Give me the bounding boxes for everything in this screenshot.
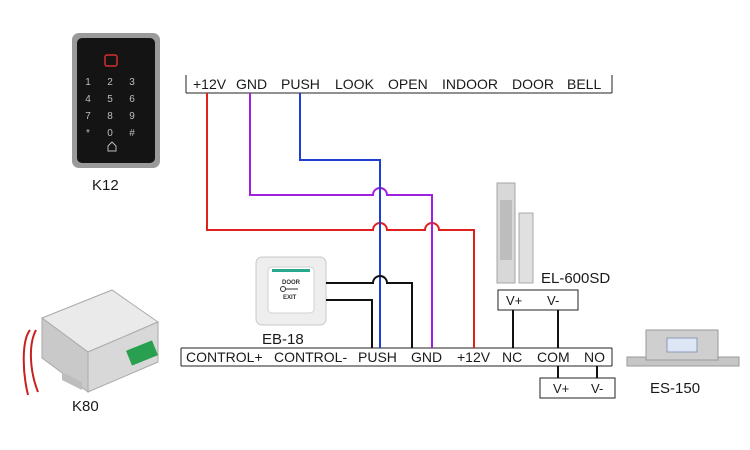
es150-product-label (666, 337, 698, 353)
eb18-face-top-text: DOOR (282, 280, 301, 286)
wire-black-exit-1 (326, 275, 413, 348)
k12-terminal-plus12v: +12V (193, 76, 227, 92)
k12-key-8: 8 (107, 111, 113, 122)
k12-keypad-device: 1 2 3 4 5 6 7 8 9 * 0 # (72, 33, 160, 168)
k12-key-6: 6 (129, 94, 135, 105)
es150-terminal-box: V+ V- (539, 377, 616, 399)
k80-terminal-controlplus: CONTROL+ (186, 349, 263, 365)
k12-key-4: 4 (85, 94, 91, 105)
el600sd-magnetic-lock-device (496, 182, 534, 284)
k80-terminal-nc: NC (502, 349, 522, 365)
k12-terminal-door: DOOR (512, 76, 554, 92)
wire-blue-push (299, 93, 381, 348)
es150-terminal-vminus: V- (591, 381, 603, 396)
k80-terminal-strip: CONTROL+ CONTROL- PUSH GND +12V NC COM NO (180, 347, 613, 367)
k12-key-7: 7 (85, 111, 91, 122)
k80-mount-tab (62, 372, 82, 390)
el600sd-label: EL-600SD (541, 270, 610, 287)
k12-key-2: 2 (107, 77, 113, 88)
k12-key-hash: # (129, 128, 135, 139)
k80-terminal-push: PUSH (358, 349, 397, 365)
wires (206, 93, 598, 378)
el600sd-terminal-vplus: V+ (506, 293, 522, 308)
bell-icon (107, 141, 117, 152)
k12-face (77, 38, 155, 163)
k12-key-3: 3 (129, 77, 135, 88)
k12-terminal-strip: +12V GND PUSH LOOK OPEN INDOOR DOOR BELL (185, 75, 613, 94)
k12-key-5: 5 (107, 94, 113, 105)
k80-terminal-com: COM (537, 349, 570, 365)
k80-terminal-block (126, 340, 158, 366)
eb18-button-face (267, 266, 315, 314)
wire-red-12v (206, 93, 475, 348)
k80-red-lead-1 (22, 329, 31, 396)
k80-label: K80 (72, 398, 99, 415)
eb18-face-bottom-text: EXIT (283, 295, 297, 301)
k80-terminal-controlminus: CONTROL- (274, 349, 347, 365)
k80-power-supply-device (22, 289, 160, 396)
k12-terminal-bell: BELL (567, 76, 601, 92)
k12-keypad-keys: 1 2 3 4 5 6 7 8 9 * 0 # (85, 77, 135, 139)
k12-terminal-gnd: GND (236, 76, 267, 92)
k12-terminal-indoor: INDOOR (442, 76, 498, 92)
el600sd-terminal-vminus: V- (547, 293, 559, 308)
eb18-label: EB-18 (262, 331, 304, 348)
eb18-exit-button-device: DOOR EXIT (255, 256, 327, 326)
es150-label: ES-150 (650, 380, 700, 397)
k12-key-0: 0 (107, 128, 113, 139)
key-icon (280, 286, 298, 292)
k80-side-face (87, 321, 159, 393)
es150-box-frame (539, 377, 616, 399)
k12-terminal-look: LOOK (335, 76, 375, 92)
k12-key-1: 1 (85, 77, 91, 88)
el600sd-armature-plate (518, 212, 534, 284)
eb18-accent-bar (272, 269, 310, 272)
k12-label: K12 (92, 177, 119, 194)
es150-electric-bolt-device (626, 329, 740, 367)
k12-indicator-icon (104, 54, 118, 67)
el600sd-terminal-box: V+ V- (497, 289, 579, 311)
k12-key-9: 9 (129, 111, 135, 122)
k12-terminal-push: PUSH (281, 76, 320, 92)
el600sd-box-frame (497, 289, 579, 311)
k12-terminal-open: OPEN (388, 76, 428, 92)
es150-terminal-vplus: V+ (553, 381, 569, 396)
wire-black-exit-2 (326, 299, 373, 348)
k80-terminal-no: NO (584, 349, 605, 365)
k12-key-star: * (86, 128, 90, 139)
k80-terminal-plus12v: +12V (457, 349, 491, 365)
k80-terminal-gnd: GND (411, 349, 442, 365)
el600sd-lock-core (500, 200, 512, 260)
k80-red-lead-2 (29, 329, 39, 393)
